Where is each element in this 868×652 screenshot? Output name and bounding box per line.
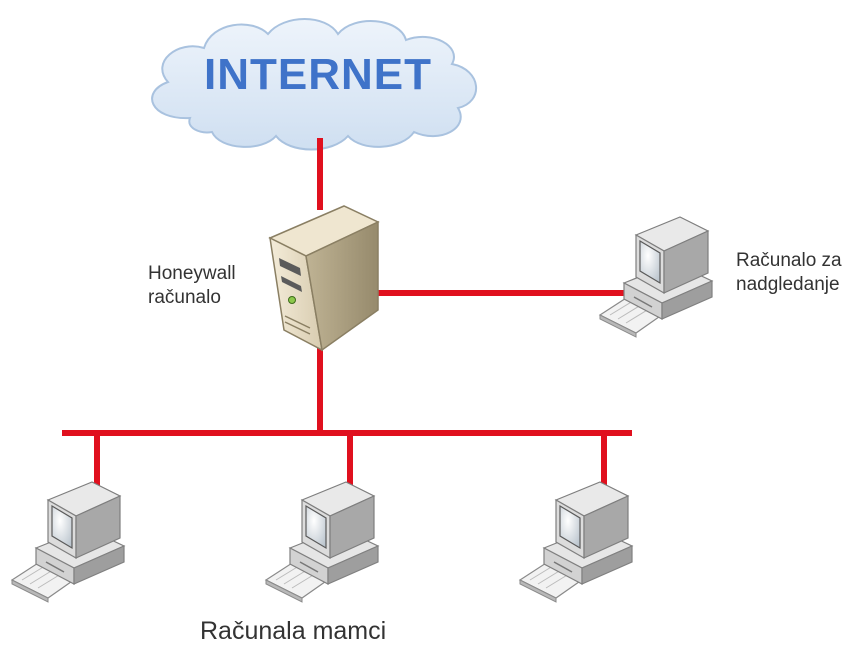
decoy-computers-label: Računala mamci xyxy=(200,617,387,645)
decoy-pc-1-icon xyxy=(11,481,125,603)
honeywall-label-line1: Honeywall xyxy=(148,263,236,284)
monitor-pc-label-line2: nadgledanje xyxy=(736,274,840,295)
monitor-pc-label-line1: Računalo za xyxy=(736,250,842,271)
internet-label: INTERNET xyxy=(204,50,432,99)
cloud-icon xyxy=(151,18,477,151)
decoy-pc-2-icon xyxy=(265,481,379,603)
honeywall-label: Honeywall računalo xyxy=(148,262,236,310)
server-tower-icon xyxy=(268,205,380,352)
monitor-pc-icon xyxy=(599,216,713,338)
monitor-pc-label: Računalo za nadgledanje xyxy=(736,249,842,297)
decoy-pc-3-icon xyxy=(519,481,633,603)
honeywall-label-line2: računalo xyxy=(148,287,221,308)
